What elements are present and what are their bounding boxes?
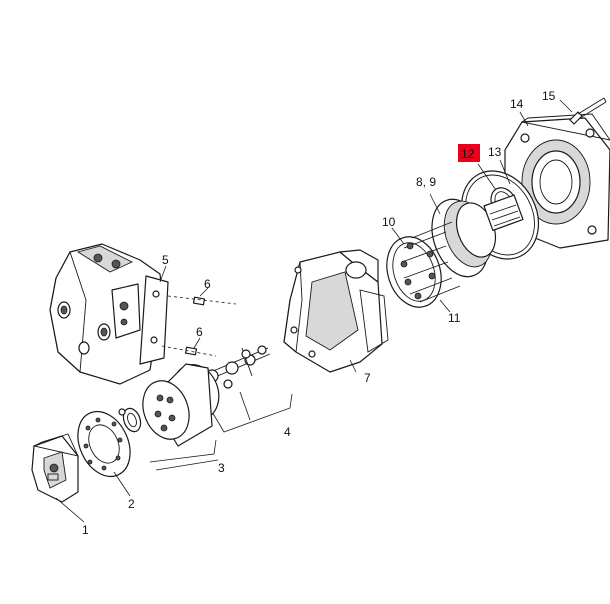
leader-lines (55, 99, 573, 523)
label-part-14[interactable]: 14 (510, 97, 524, 111)
label-part-6-lower[interactable]: 6 (196, 325, 203, 339)
label-part-2[interactable]: 2 (128, 497, 135, 511)
label-part-15[interactable]: 15 (542, 89, 556, 103)
label-part-12-highlight (458, 144, 480, 162)
part-8-9-shaft-assembly[interactable] (422, 192, 524, 285)
part-2-valve-plate[interactable] (68, 403, 140, 485)
label-part-6-upper[interactable]: 6 (204, 277, 211, 291)
part-7-housing[interactable] (283, 249, 389, 373)
bracket-3 (149, 439, 217, 463)
label-part-4[interactable]: 4 (284, 425, 291, 439)
label-part-5[interactable]: 5 (162, 253, 169, 267)
label-part-8-9[interactable]: 8, 9 (416, 175, 436, 189)
bracket-4-branch (239, 391, 251, 421)
bracket-3-lower (155, 459, 219, 471)
label-part-3[interactable]: 3 (218, 461, 225, 475)
label-part-12[interactable]: 12 (461, 147, 475, 161)
part-11-piston-cage[interactable] (378, 221, 461, 314)
label-part-1[interactable]: 1 (82, 523, 89, 537)
label-part-11[interactable]: 11 (448, 311, 461, 325)
part-3-cylinder-barrel[interactable] (118, 358, 226, 447)
part-5-valve-body[interactable] (49, 243, 169, 385)
part-6-upper-pin[interactable] (192, 296, 206, 306)
label-part-7[interactable]: 7 (364, 371, 371, 385)
part-labels: 1 2 3 4 5 6 6 7 8, 9 10 11 12 13 14 15 (82, 89, 556, 537)
label-part-10[interactable]: 10 (382, 215, 396, 229)
part-1-cover-plate[interactable] (31, 433, 79, 503)
part-15-bolt[interactable] (569, 97, 607, 125)
label-part-13[interactable]: 13 (488, 145, 502, 159)
